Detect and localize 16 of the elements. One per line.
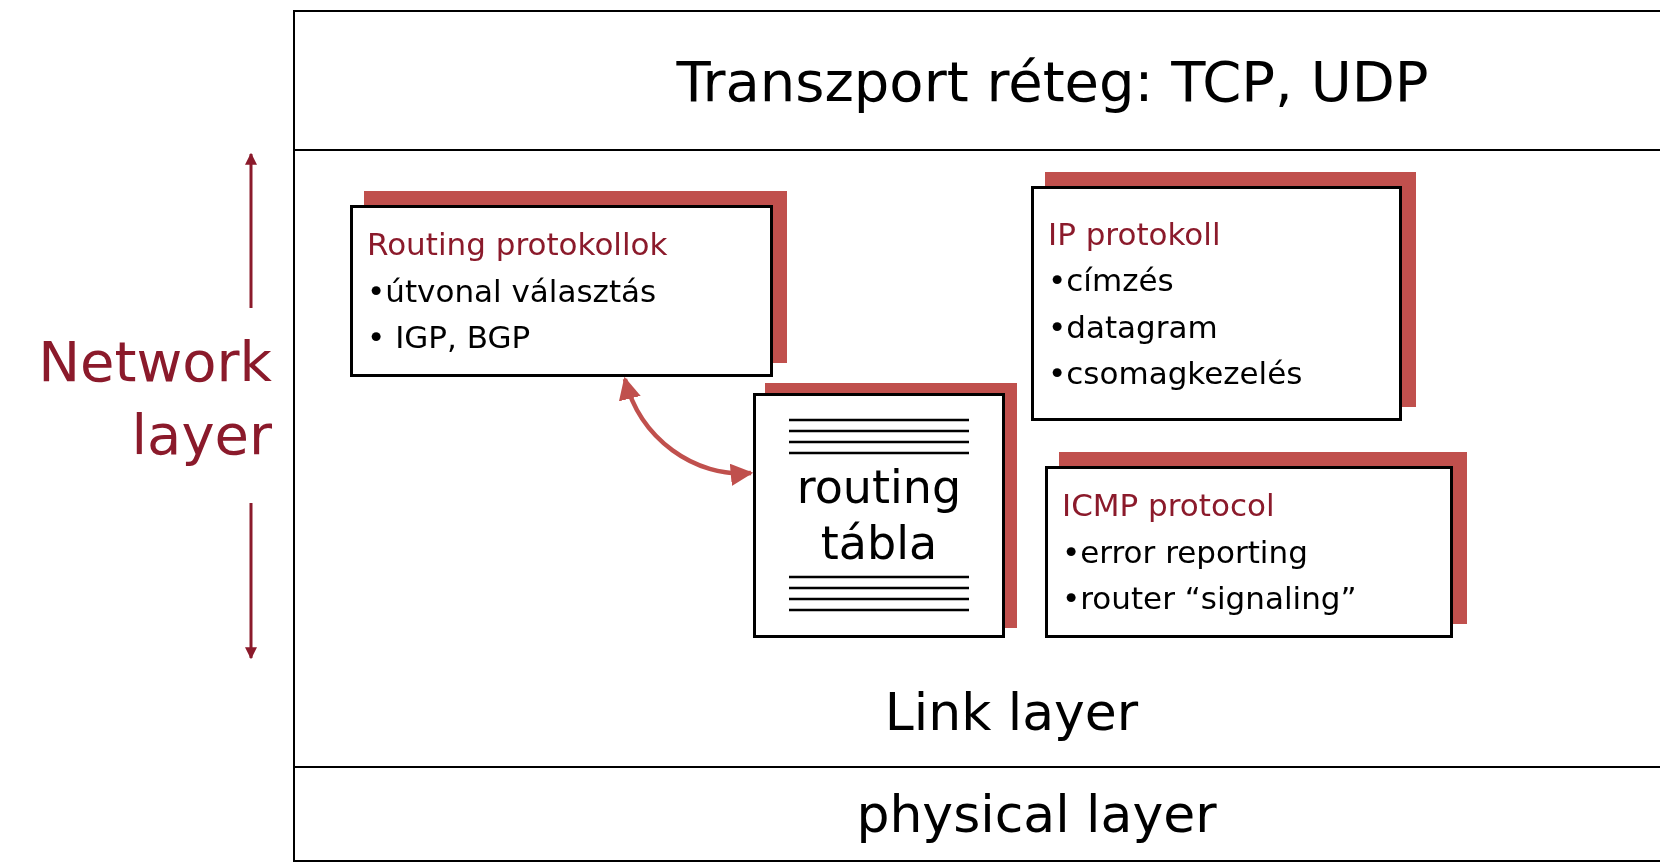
bullet-item: •útvonal választás [367,271,658,311]
box-title: Routing protokollok [367,225,669,265]
bullet-item: •error reporting [1062,532,1309,572]
layer-band [293,10,1660,151]
layer-band [293,768,1660,862]
bullet-item: •router “signaling” [1062,579,1358,619]
bullet-item: •datagram [1048,307,1219,347]
bullet-item: • IGP, BGP [367,318,532,358]
layer-band [293,657,1660,768]
box-title: ICMP protocol [1062,486,1276,526]
curved-arrow [620,376,754,485]
bullet-item: •címzés [1048,261,1175,300]
layer-name: Network layer [37,328,272,469]
table-label: routing tábla [795,460,963,571]
box-title: IP protokoll [1048,214,1222,254]
bullet-item: •csomagkezelés [1048,354,1304,393]
